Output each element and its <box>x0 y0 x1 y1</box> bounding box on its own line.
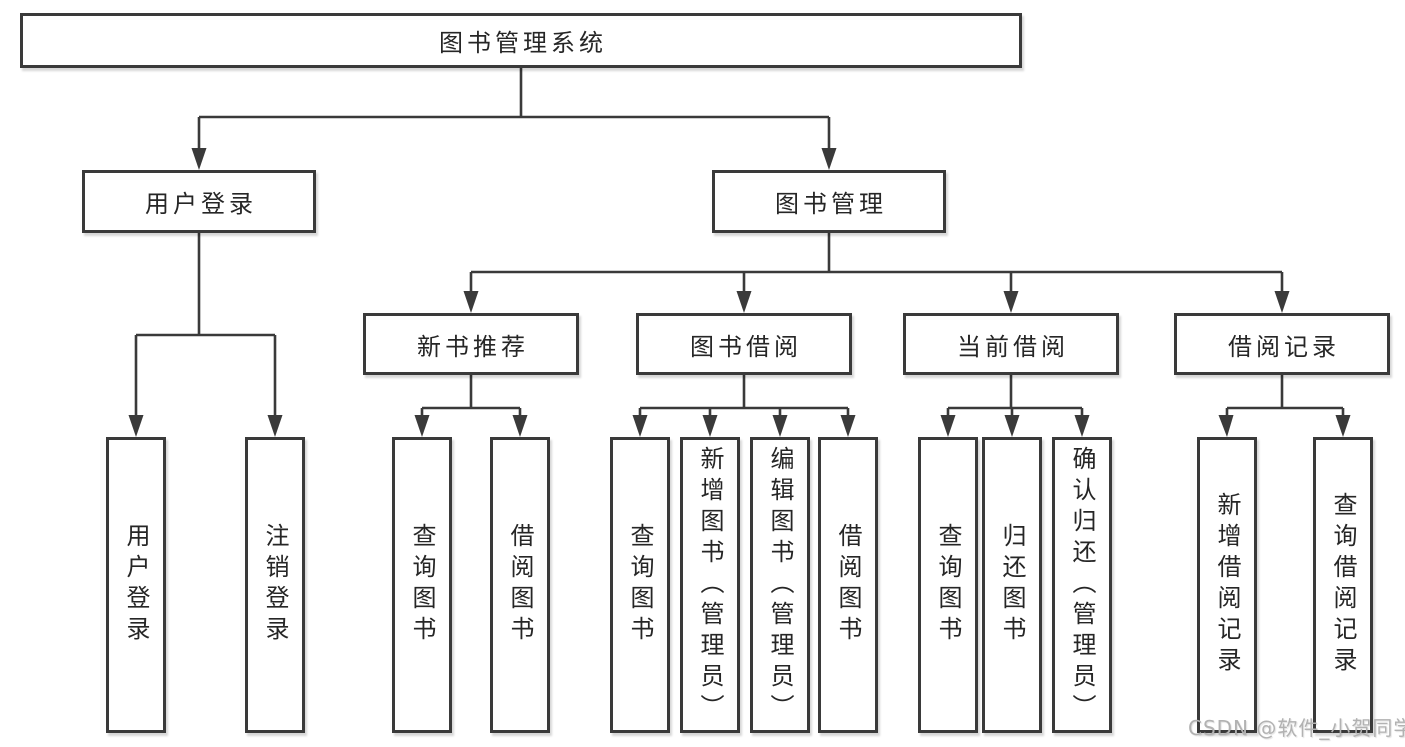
arrowhead <box>191 148 207 170</box>
node-root-system: 图书管理系统 <box>20 13 1022 68</box>
arrowhead <box>1218 415 1234 437</box>
leaf-borrow-edit-book-admin: 编辑图书（管理员） <box>750 437 810 733</box>
leaf-records-query-record: 查询借阅记录 <box>1313 437 1373 733</box>
leaf-records-add-record: 新增借阅记录 <box>1197 437 1257 733</box>
leaf-borrow-add-book-admin: 新增图书（管理员） <box>680 437 740 733</box>
node-current-borrow: 当前借阅 <box>903 313 1119 375</box>
arrowhead <box>512 415 528 437</box>
leaf-logout: 注销登录 <box>245 437 305 733</box>
arrowhead <box>414 415 430 437</box>
leaf-user-login: 用户登录 <box>106 437 166 733</box>
connector-userlogin-to-leaves <box>134 233 277 419</box>
arrowhead <box>840 415 856 437</box>
leaf-newrec-borrow-book: 借阅图书 <box>490 437 550 733</box>
csdn-watermark: CSDN @软件_小贺同学 <box>1188 716 1405 740</box>
connector-bookmgmt-to-level2 <box>469 233 1284 295</box>
arrowhead <box>463 291 479 313</box>
leaf-current-return-book: 归还图书 <box>982 437 1042 733</box>
arrowhead <box>702 415 718 437</box>
node-borrow-records: 借阅记录 <box>1174 313 1390 375</box>
arrowhead <box>1074 415 1090 437</box>
arrowhead <box>1335 415 1351 437</box>
arrowhead <box>632 415 648 437</box>
leaf-newrec-query-book: 查询图书 <box>392 437 452 733</box>
connector-newbook-to-leaves <box>420 375 522 419</box>
node-book-borrow: 图书借阅 <box>636 313 852 375</box>
connector-bookborrow-to-leaves <box>638 375 850 419</box>
arrowhead <box>128 415 144 437</box>
arrowhead <box>1004 415 1020 437</box>
arrowhead <box>736 291 752 313</box>
leaf-borrow-query-book: 查询图书 <box>610 437 670 733</box>
arrowhead <box>772 415 788 437</box>
arrowhead <box>267 415 283 437</box>
node-new-book-recommend: 新书推荐 <box>363 313 579 375</box>
arrowhead <box>1003 291 1019 313</box>
arrowhead <box>940 415 956 437</box>
arrowhead <box>821 148 837 170</box>
connector-root-to-level1 <box>197 67 831 152</box>
connector-borrowrecords-to-leaves <box>1225 375 1345 419</box>
arrowhead <box>1274 291 1290 313</box>
node-user-login: 用户登录 <box>82 170 316 233</box>
leaf-current-query-book: 查询图书 <box>918 437 978 733</box>
node-book-management: 图书管理 <box>712 170 946 233</box>
leaf-borrow-borrow-book: 借阅图书 <box>818 437 878 733</box>
connector-currentborrow-to-leaves <box>946 375 1084 419</box>
leaf-current-confirm-return-admin: 确认归还（管理员） <box>1052 437 1112 733</box>
